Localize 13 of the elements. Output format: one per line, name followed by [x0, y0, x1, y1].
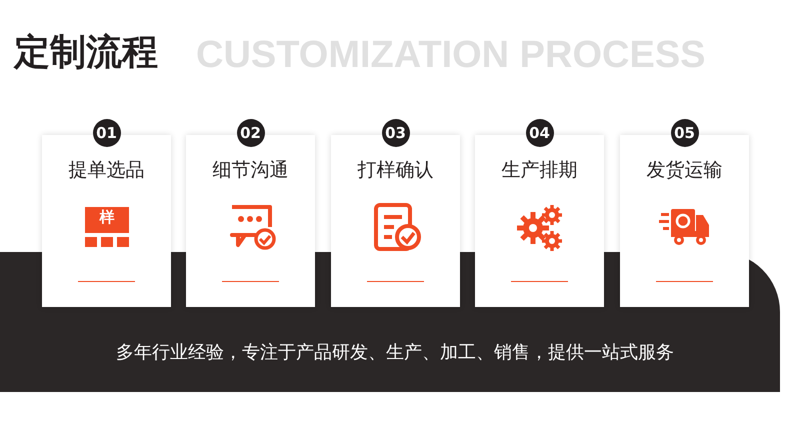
- step-title: 提单选品: [68, 158, 146, 183]
- step-number: 03: [382, 119, 410, 147]
- slogan-text: 多年行业经验，专注于产品研发、生产、加工、销售，提供一站式服务: [115, 341, 675, 364]
- step-title: 细节沟通: [212, 158, 290, 183]
- step-number: 05: [670, 119, 698, 147]
- step-number: 01: [92, 119, 120, 147]
- step-title: 发货运输: [646, 158, 724, 183]
- title-heading: 定制流程: [14, 31, 158, 75]
- step-number: 02: [236, 119, 264, 147]
- step-number: 04: [526, 119, 554, 147]
- step-title: 生产排期: [500, 158, 578, 183]
- step-title: 打样确认: [356, 158, 434, 183]
- icon-label: 样: [98, 208, 116, 227]
